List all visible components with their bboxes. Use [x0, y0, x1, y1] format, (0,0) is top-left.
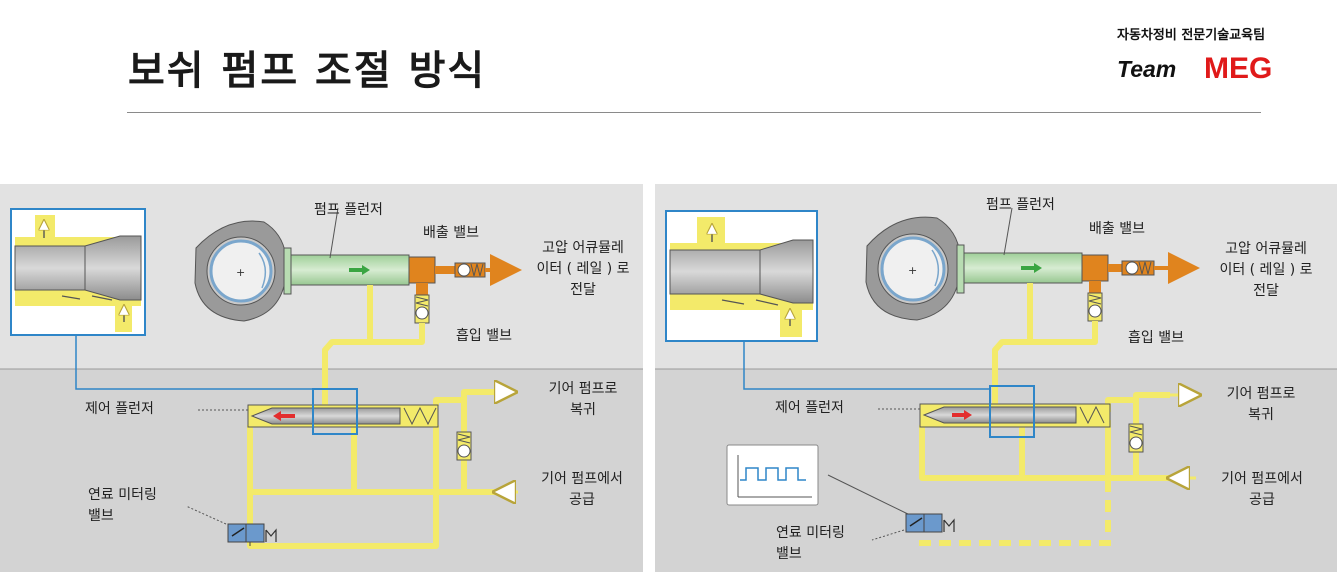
label-to-accumulator-line2: 이터 ( 레일 ) 로	[536, 261, 630, 277]
intake-valve	[1087, 292, 1103, 322]
zoom-inset	[665, 210, 818, 342]
label-metering-valve-line2: 밸브	[88, 508, 114, 524]
label-supply-gear-line1: 기어 펌프에서	[1221, 471, 1303, 487]
brand-logo-meg: MEG	[1204, 52, 1273, 85]
label-to-accumulator-line1: 고압 어큐뮬레	[542, 240, 624, 256]
label-pump-plunger: 펌프 플런저	[314, 202, 383, 218]
label-metering-valve-line1: 연료 미터링	[776, 525, 845, 541]
zoom-focus-box	[312, 388, 358, 435]
relief-valve	[1128, 423, 1144, 453]
high-pressure-chamber	[408, 256, 436, 284]
discharge-valve	[1121, 260, 1155, 276]
label-to-accumulator-line1: 고압 어큐뮬레	[1225, 241, 1307, 257]
label-discharge-valve: 배출 밸브	[423, 225, 479, 241]
pwm-signal-graph	[726, 444, 819, 506]
label-supply-gear-line2: 공급	[569, 492, 595, 508]
header-divider	[127, 112, 1261, 113]
svg-text:+: +	[236, 266, 245, 279]
fuel-metering-valve	[227, 523, 277, 546]
pump-cam-housing: +	[194, 220, 292, 322]
relief-valve	[456, 431, 472, 461]
label-to-accumulator-line2: 이터 ( 레일 ) 로	[1219, 262, 1313, 278]
fuel-metering-valve	[905, 513, 955, 533]
pump-cam-housing: +	[865, 216, 965, 321]
label-intake-valve: 흡입 밸브	[456, 328, 512, 344]
label-metering-valve-line1: 연료 미터링	[88, 487, 157, 503]
label-to-accumulator-line3: 전달	[570, 282, 596, 298]
control-plunger	[919, 403, 1111, 428]
label-discharge-valve: 배출 밸브	[1089, 221, 1145, 237]
diagram-panel-right: +	[655, 184, 1337, 572]
page-title: 보쉬 펌프 조절 방식	[128, 48, 487, 94]
team-logo-word: Team	[1117, 56, 1177, 82]
label-intake-valve: 흡입 밸브	[1128, 330, 1184, 346]
label-control-plunger: 제어 플런저	[85, 401, 154, 417]
label-to-accumulator-line3: 전달	[1253, 283, 1279, 299]
label-supply-gear-line2: 공급	[1249, 492, 1275, 508]
label-return-gear-line2: 복귀	[1248, 407, 1274, 423]
label-control-plunger: 제어 플런저	[775, 400, 844, 416]
discharge-valve	[454, 262, 486, 278]
label-supply-gear-line1: 기어 펌프에서	[541, 471, 623, 487]
panel-lower-bg	[0, 369, 643, 572]
label-return-gear-line1: 기어 펌프로	[548, 381, 618, 397]
control-plunger	[247, 404, 439, 428]
diagram-panel-left: +	[0, 184, 643, 572]
zoom-focus-box	[989, 385, 1035, 438]
label-pump-plunger: 펌프 플런저	[986, 197, 1055, 213]
zoom-callout-line	[75, 335, 313, 390]
zoom-inset	[10, 208, 146, 336]
label-return-gear-line2: 복귀	[570, 402, 596, 418]
label-metering-valve-line2: 밸브	[776, 546, 802, 562]
intake-valve	[414, 294, 430, 324]
organization-name: 자동차정비 전문기술교육팀	[1117, 28, 1266, 43]
label-return-gear-line1: 기어 펌프로	[1226, 386, 1296, 402]
zoom-callout-line	[743, 341, 990, 390]
high-pressure-chamber	[1081, 254, 1109, 282]
svg-text:+: +	[908, 264, 917, 277]
